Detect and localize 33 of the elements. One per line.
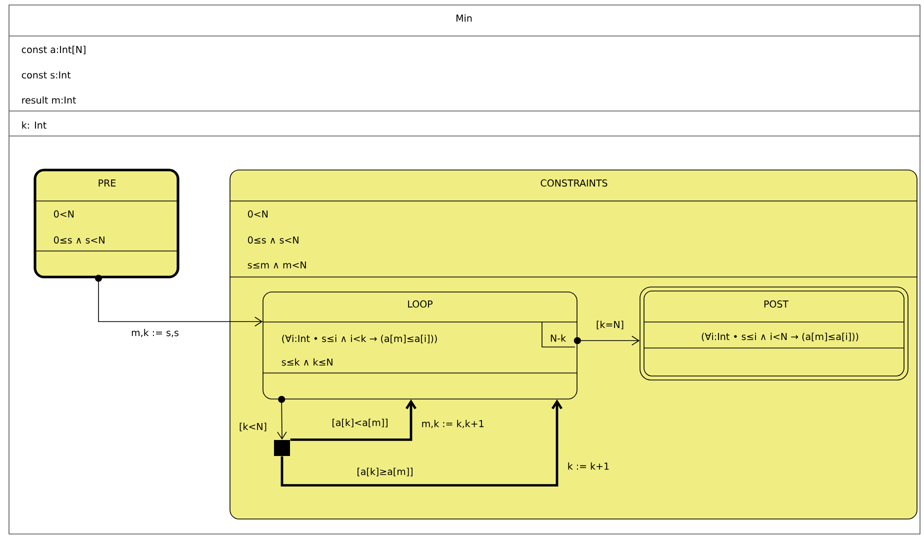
final-state-box	[640, 286, 908, 380]
state-name: POST	[764, 300, 789, 308]
class-name: Min	[456, 14, 472, 22]
attribute-text: const a:Int[N]	[22, 46, 86, 54]
edge-label: m,k := s,s	[130, 328, 180, 338]
condition-text: 0<N	[248, 210, 268, 218]
choice-square	[274, 440, 290, 456]
edge-label: [k=N]	[595, 320, 625, 330]
condition-text: (∀i:Int • s≤i ∧ i<N → (a[m]≤a[i]))	[702, 332, 858, 342]
condition-text: 0≤s ∧ s<N	[248, 236, 298, 244]
state-name: CONSTRAINTS	[540, 179, 608, 187]
state-box	[34, 168, 180, 278]
state-name: PRE	[98, 180, 116, 186]
transition-arrow	[290, 399, 417, 441]
condition-text: 0<N	[54, 210, 74, 218]
edge-label: [k<N]	[238, 422, 268, 432]
state-box	[262, 292, 578, 400]
action-label: k := k+1	[568, 462, 609, 470]
condition-text: 0≤s ∧ s<N	[54, 236, 104, 244]
attribute-text: k: Int	[22, 121, 46, 129]
attribute-text: result m:Int	[22, 96, 76, 104]
condition-text: s≤m ∧ m<N	[248, 261, 306, 269]
condition-text: s≤k ∧ k≤N	[282, 358, 332, 366]
state-name: LOOP	[408, 300, 432, 308]
transition-arrow	[280, 399, 563, 487]
action-label: m,k := k,k+1	[422, 420, 484, 428]
edge-label: [a[k]≥a[m]]	[356, 466, 414, 478]
edge-label: [a[k]<a[m]]	[330, 418, 390, 428]
attribute-text: const s:Int	[22, 71, 71, 79]
class-box	[8, 4, 920, 534]
condition-text: (∀i:Int • s≤i ∧ i<k → (a[m]≤a[i]))	[282, 334, 437, 344]
condition-text: N-k	[550, 334, 566, 342]
variant-box	[542, 322, 576, 348]
